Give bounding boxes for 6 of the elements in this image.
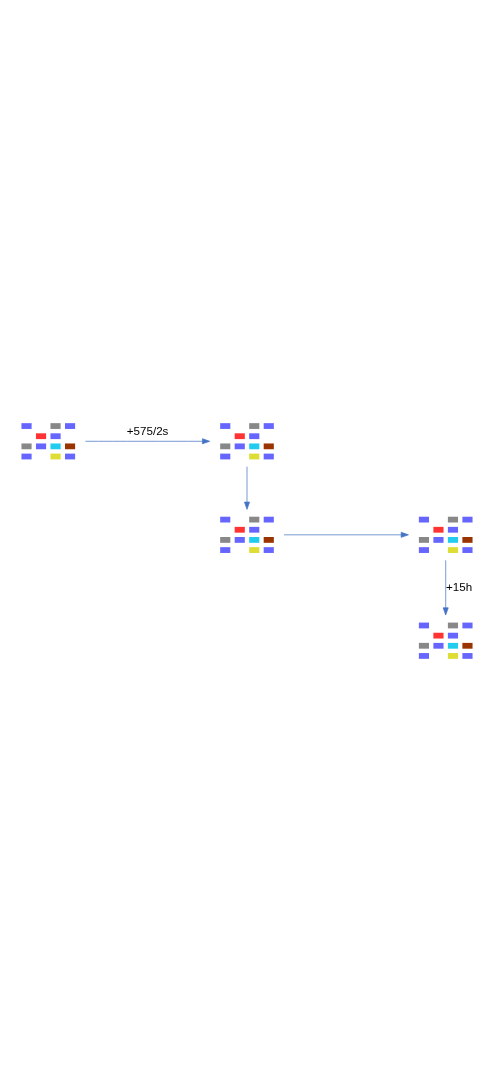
edge-label: +15h: [446, 579, 473, 593]
arrow: [85, 437, 211, 444]
edge-label: +575/2s: [126, 423, 169, 437]
arrow: [283, 531, 409, 538]
arrow: [442, 559, 449, 615]
arrow: [244, 465, 250, 510]
